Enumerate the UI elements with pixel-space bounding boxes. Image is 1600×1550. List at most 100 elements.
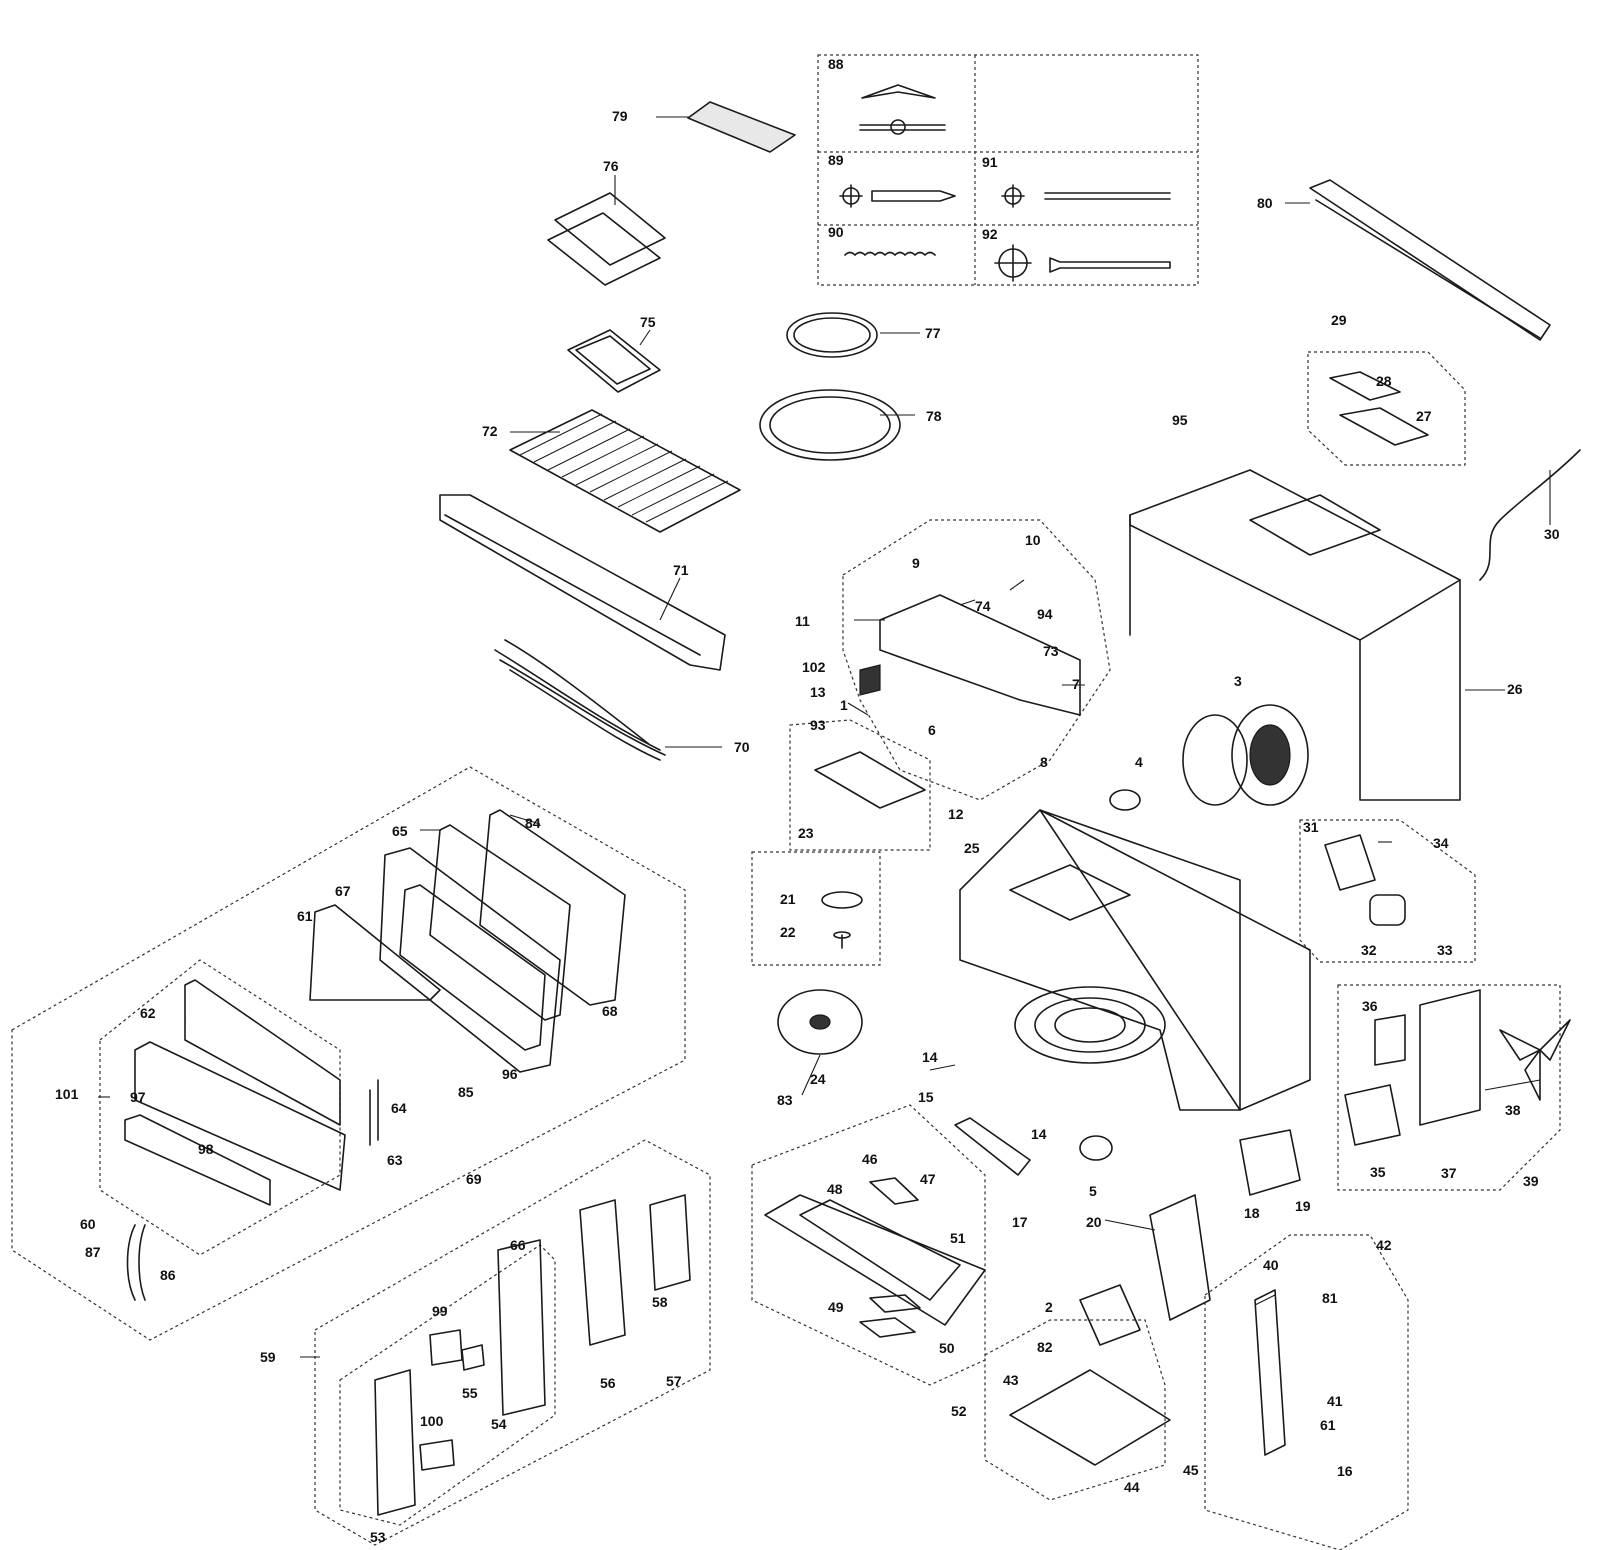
callout-54: 54 <box>491 1416 507 1432</box>
callout-102: 102 <box>802 659 826 675</box>
callout-82: 82 <box>1037 1339 1053 1355</box>
callout-61a: 61 <box>297 908 313 924</box>
callout-5: 5 <box>1089 1183 1097 1199</box>
callout-9: 9 <box>912 555 920 571</box>
callout-23: 23 <box>798 825 814 841</box>
callout-20: 20 <box>1086 1214 1102 1230</box>
callout-74: 74 <box>975 598 991 614</box>
callout-101: 101 <box>55 1086 79 1102</box>
callout-60: 60 <box>80 1216 96 1232</box>
callout-83: 83 <box>777 1092 793 1108</box>
callout-28: 28 <box>1376 373 1392 389</box>
callout-75: 75 <box>640 314 656 330</box>
callout-2: 2 <box>1045 1299 1053 1315</box>
callout-42: 42 <box>1376 1237 1392 1253</box>
callout-29: 29 <box>1331 312 1347 328</box>
callout-25: 25 <box>964 840 980 856</box>
callout-96: 96 <box>502 1066 518 1082</box>
callout-27: 27 <box>1416 408 1432 424</box>
callout-63: 63 <box>387 1152 403 1168</box>
callout-87: 87 <box>85 1244 101 1260</box>
callout-92: 92 <box>982 226 998 242</box>
callout-53: 53 <box>370 1529 386 1545</box>
callout-71: 71 <box>673 562 689 578</box>
callout-22: 22 <box>780 924 796 940</box>
callout-11: 11 <box>795 613 810 629</box>
callout-43: 43 <box>1003 1372 1019 1388</box>
callout-17: 17 <box>1012 1214 1028 1230</box>
callout-36: 36 <box>1362 998 1378 1014</box>
callout-81: 81 <box>1322 1290 1338 1306</box>
callout-39: 39 <box>1523 1173 1539 1189</box>
callout-18: 18 <box>1244 1205 1260 1221</box>
callout-68: 68 <box>602 1003 618 1019</box>
callout-30: 30 <box>1544 526 1560 542</box>
leader-lines <box>98 116 1551 1358</box>
callout-8: 8 <box>1040 754 1048 770</box>
callout-32: 32 <box>1361 942 1377 958</box>
callout-65: 65 <box>392 823 408 839</box>
callout-64: 64 <box>391 1100 407 1116</box>
callout-15: 15 <box>918 1089 934 1105</box>
callout-84: 84 <box>525 815 541 831</box>
callout-37: 37 <box>1441 1165 1457 1181</box>
callout-57: 57 <box>666 1373 682 1389</box>
callout-93: 93 <box>810 717 826 733</box>
callout-98: 98 <box>198 1141 214 1157</box>
callout-13: 13 <box>810 684 826 700</box>
callout-95: 95 <box>1172 412 1188 428</box>
callout-35: 35 <box>1370 1164 1386 1180</box>
callout-66: 66 <box>510 1237 526 1253</box>
callout-79: 79 <box>612 108 628 124</box>
callout-51: 51 <box>950 1230 966 1246</box>
callout-59: 59 <box>260 1349 276 1365</box>
callout-49: 49 <box>828 1299 844 1315</box>
callout-56: 56 <box>600 1375 616 1391</box>
callout-4: 4 <box>1135 754 1143 770</box>
callout-80: 80 <box>1257 195 1273 211</box>
callout-69: 69 <box>466 1171 482 1187</box>
callout-21: 21 <box>780 891 796 907</box>
callout-62: 62 <box>140 1005 156 1021</box>
callout-44: 44 <box>1124 1479 1140 1495</box>
callout-70: 70 <box>734 739 750 755</box>
callout-97: 97 <box>130 1089 146 1105</box>
callout-24: 24 <box>810 1071 826 1087</box>
callout-85: 85 <box>458 1084 474 1100</box>
callout-7: 7 <box>1072 676 1080 692</box>
callout-55: 55 <box>462 1385 478 1401</box>
callout-26: 26 <box>1507 681 1523 697</box>
callout-41: 41 <box>1327 1393 1343 1409</box>
callout-78: 78 <box>926 408 942 424</box>
callout-58: 58 <box>652 1294 668 1310</box>
callout-94: 94 <box>1037 606 1053 622</box>
callout-91: 91 <box>982 154 998 170</box>
callout-45: 45 <box>1183 1462 1199 1478</box>
callout-77: 77 <box>925 325 941 341</box>
callout-40: 40 <box>1263 1257 1279 1273</box>
callout-100: 100 <box>420 1413 444 1429</box>
callout-73: 73 <box>1043 643 1059 659</box>
callout-34: 34 <box>1433 835 1449 851</box>
callout-labels: 1 2 3 4 5 6 7 8 9 10 11 12 13 14 14 15 1… <box>55 56 1560 1545</box>
callout-76: 76 <box>603 158 619 174</box>
callout-38: 38 <box>1505 1102 1521 1118</box>
group-boxes <box>11 54 1561 1550</box>
callout-6: 6 <box>928 722 936 738</box>
callout-31: 31 <box>1303 819 1319 835</box>
callout-61b: 61 <box>1320 1417 1336 1433</box>
callout-33: 33 <box>1437 942 1453 958</box>
callout-50: 50 <box>939 1340 955 1356</box>
callout-47: 47 <box>920 1171 936 1187</box>
callout-12: 12 <box>948 806 964 822</box>
callout-1: 1 <box>840 697 848 713</box>
callout-19: 19 <box>1295 1198 1311 1214</box>
part-drawings <box>124 84 1581 1516</box>
callout-46: 46 <box>862 1151 878 1167</box>
callout-14b: 14 <box>1031 1126 1047 1142</box>
callout-3: 3 <box>1234 673 1242 689</box>
callout-52: 52 <box>951 1403 967 1419</box>
callout-86: 86 <box>160 1267 176 1283</box>
callout-90: 90 <box>828 224 844 240</box>
